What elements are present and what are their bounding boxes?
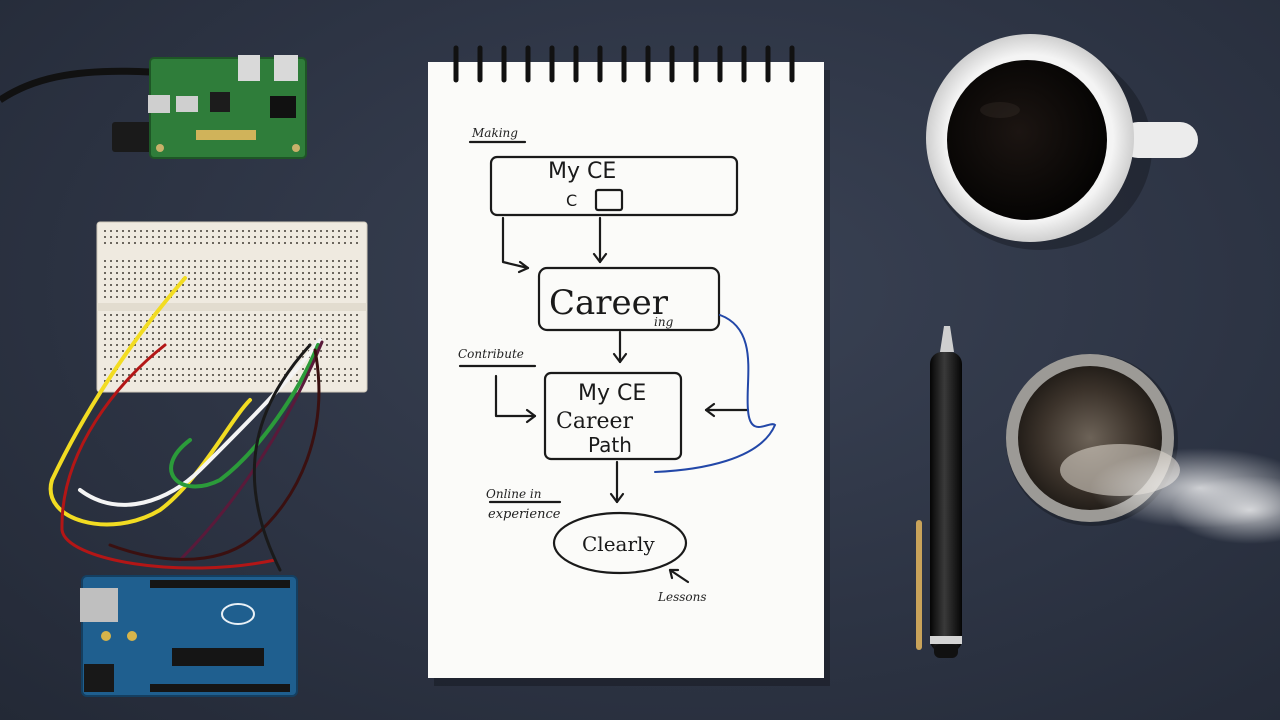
jumper-wires: [48, 276, 324, 572]
box-3-line-2: Career: [556, 409, 634, 434]
fountain-pen: [916, 326, 962, 658]
circuit-board: [0, 55, 307, 159]
box-2-title: Career: [549, 283, 669, 323]
arrow-1a: [501, 216, 530, 270]
steaming-cup: [1006, 354, 1280, 544]
arduino-board: [80, 575, 298, 697]
notebook: Making My CE C Career ing Contribute My …: [428, 45, 830, 686]
left-note: Contribute: [458, 347, 524, 361]
box-2-sub: ing: [654, 315, 674, 329]
box-1: [489, 155, 739, 217]
top-heading: Making: [471, 126, 518, 140]
arrow-left: [494, 374, 537, 418]
blue-ink-line: [654, 314, 777, 473]
box-1-sub: C: [566, 191, 577, 210]
bottom-note: Lessons: [657, 590, 707, 604]
lower-note-line-2: experience: [488, 507, 561, 522]
breadboard: [96, 221, 368, 393]
box-4-title: Clearly: [582, 532, 655, 556]
lower-note-line-1: Online in: [486, 487, 541, 501]
box-2: [537, 266, 721, 332]
box-4: [552, 511, 688, 575]
spiral-binding: [453, 45, 795, 83]
box-3-line-3: Path: [588, 433, 632, 457]
arrow-bottom: [668, 568, 690, 584]
box-3: [543, 371, 683, 461]
coffee-cup: [926, 34, 1198, 250]
box-3-line-1: My CE: [578, 381, 646, 406]
box-1-title: My CE: [548, 159, 616, 184]
